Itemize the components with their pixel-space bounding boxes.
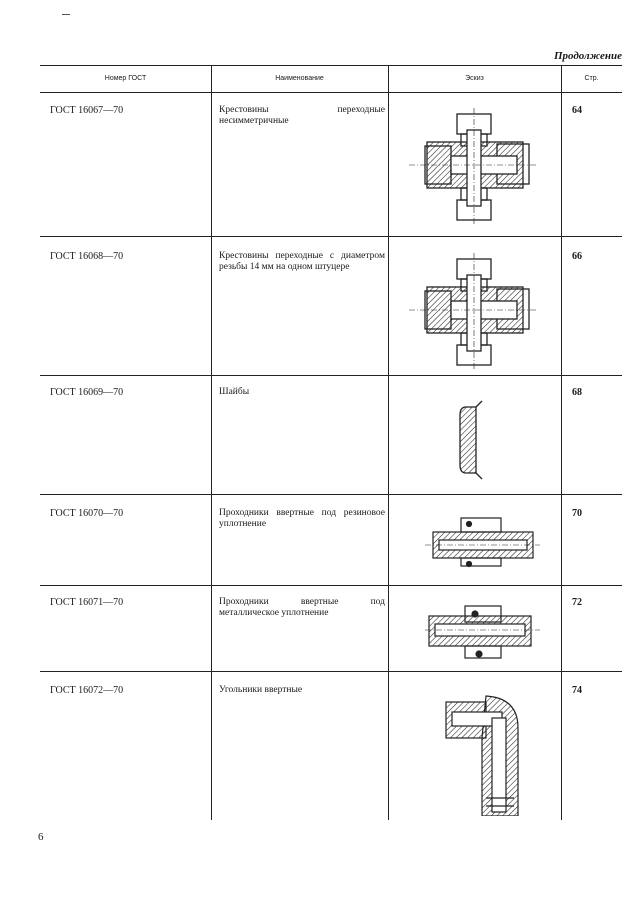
table-top-border	[40, 65, 622, 66]
elbow-fitting-sketch	[445, 695, 519, 816]
page-number: 70	[572, 508, 582, 519]
item-name: Проходники ввертные под металлическое уп…	[219, 597, 385, 618]
row-divider	[40, 375, 622, 376]
gost-number: ГОСТ 16072—70	[50, 685, 124, 696]
header-gost-number: Номер ГОСТ	[104, 75, 147, 82]
screw-fitting-rubber-seal-sketch	[425, 517, 540, 568]
page-footer-number: 6	[38, 831, 44, 843]
page-number: 74	[572, 685, 582, 696]
cross-fitting-asymmetric-sketch	[409, 108, 536, 226]
row-divider	[40, 494, 622, 495]
cross-fitting-14mm-sketch	[409, 253, 536, 371]
gost-number: ГОСТ 16069—70	[50, 387, 124, 398]
column-divider	[388, 65, 389, 820]
item-name: Крестовины переходные с диаметром резьбы…	[219, 251, 385, 272]
page-number: 64	[572, 105, 582, 116]
header-page: Стр.	[584, 75, 599, 82]
header-name: Наименование	[275, 75, 324, 82]
item-name: Шайбы	[219, 387, 250, 397]
gost-number: ГОСТ 16071—70	[50, 597, 124, 608]
row-divider	[40, 671, 622, 672]
page-number: 66	[572, 251, 582, 262]
column-divider	[211, 65, 212, 820]
scan-mark	[62, 14, 70, 15]
gost-number: ГОСТ 16068—70	[50, 251, 124, 262]
continuation-label: Продолжение	[553, 50, 622, 62]
item-name: Угольники ввертные	[219, 685, 303, 695]
page-number: 68	[572, 387, 582, 398]
item-name: Крестовины переходные несимметричные	[219, 105, 385, 126]
item-name: Проходники ввертные под резиновое уплотн…	[219, 508, 385, 529]
page-number: 72	[572, 597, 582, 608]
column-divider	[561, 65, 562, 820]
gost-number: ГОСТ 16070—70	[50, 508, 124, 519]
row-divider	[40, 236, 622, 237]
screw-fitting-metal-seal-sketch	[425, 605, 540, 659]
header-sketch: Эскиз	[465, 75, 484, 82]
row-divider	[40, 585, 622, 586]
gost-number: ГОСТ 16067—70	[50, 105, 124, 116]
washer-sketch	[459, 400, 483, 480]
header-bottom-border	[40, 92, 622, 93]
